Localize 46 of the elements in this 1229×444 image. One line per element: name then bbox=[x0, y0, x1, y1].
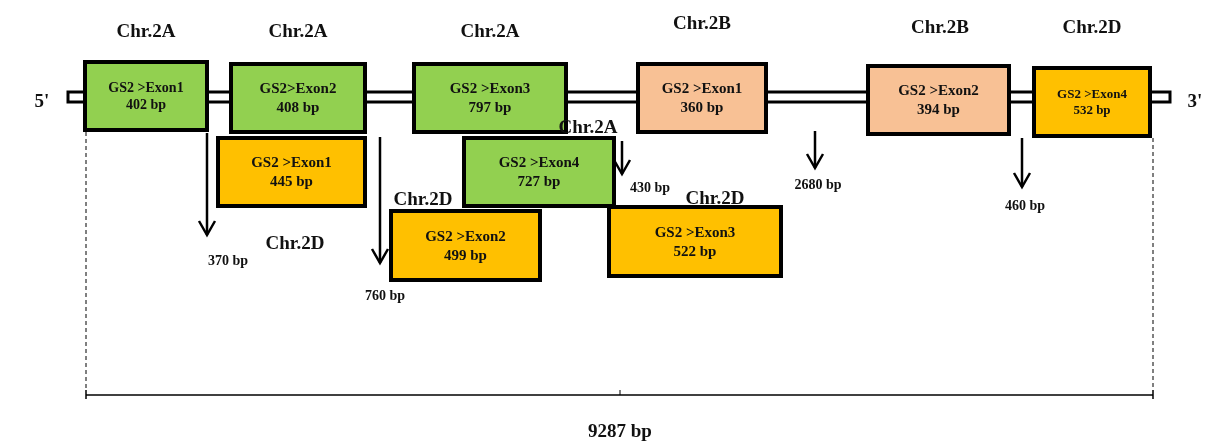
chromosome-label: Chr.2B bbox=[911, 16, 969, 38]
exon-name: GS2 >Exon4 bbox=[498, 153, 580, 172]
exon-name: GS2 >Exon2 bbox=[425, 226, 506, 246]
exon-length: 727 bp bbox=[517, 172, 561, 191]
chromosome-label: Chr.2D bbox=[1062, 16, 1122, 38]
exon-name: GS2 >Exon2 bbox=[898, 81, 979, 100]
intron-length: 460 bp bbox=[1004, 198, 1046, 214]
exon-name: GS2 >Exon1 bbox=[108, 78, 184, 96]
exon-length: 797 bp bbox=[468, 98, 512, 117]
chromosome-label: Chr.2A bbox=[268, 20, 328, 42]
exon-box bbox=[229, 62, 367, 134]
strand-label: 3' bbox=[1187, 90, 1203, 112]
exon-name: GS2 >Exon1 bbox=[661, 79, 743, 98]
chromosome-label: Chr.2D bbox=[393, 188, 453, 210]
exon-name: GS2>Exon2 bbox=[259, 79, 337, 98]
exon-box bbox=[216, 136, 367, 208]
exon-box bbox=[83, 60, 209, 132]
exon-box bbox=[389, 209, 542, 282]
exon-box bbox=[607, 205, 783, 278]
intron-length: 370 bp bbox=[207, 253, 249, 269]
intron-length: 430 bp bbox=[629, 180, 671, 196]
intron-length: 2680 bp bbox=[794, 177, 842, 193]
chromosome-label: Chr.2A bbox=[460, 20, 520, 42]
exon-box bbox=[866, 64, 1011, 136]
chromosome-label: Chr.2D bbox=[265, 232, 325, 254]
exon-length: 408 bp bbox=[276, 98, 320, 117]
chromosome-label: Chr.2B bbox=[673, 12, 731, 34]
exon-name: GS2 >Exon1 bbox=[251, 153, 332, 172]
exon-length: 532 bp bbox=[1073, 102, 1111, 119]
exon-length: 360 bp bbox=[680, 98, 724, 117]
chromosome-label: Chr.2D bbox=[685, 187, 745, 209]
exon-name: GS2 >Exon3 bbox=[654, 222, 736, 242]
exon-length: 402 bp bbox=[125, 96, 167, 114]
exon-length: 445 bp bbox=[270, 172, 313, 191]
exon-box bbox=[1032, 66, 1152, 138]
strand-label: 5' bbox=[34, 90, 50, 112]
exon-box bbox=[462, 136, 616, 208]
exon-box bbox=[636, 62, 768, 134]
exon-length: 522 bp bbox=[673, 241, 717, 261]
exon-length: 499 bp bbox=[444, 245, 487, 265]
exon-length: 394 bp bbox=[917, 100, 960, 119]
chromosome-label: Chr.2A bbox=[116, 20, 176, 42]
exon-name: GS2 >Exon3 bbox=[449, 79, 531, 98]
intron-length: 760 bp bbox=[364, 288, 406, 304]
exon-name: GS2 >Exon4 bbox=[1057, 85, 1127, 102]
total-length: 9287 bp bbox=[588, 420, 652, 442]
